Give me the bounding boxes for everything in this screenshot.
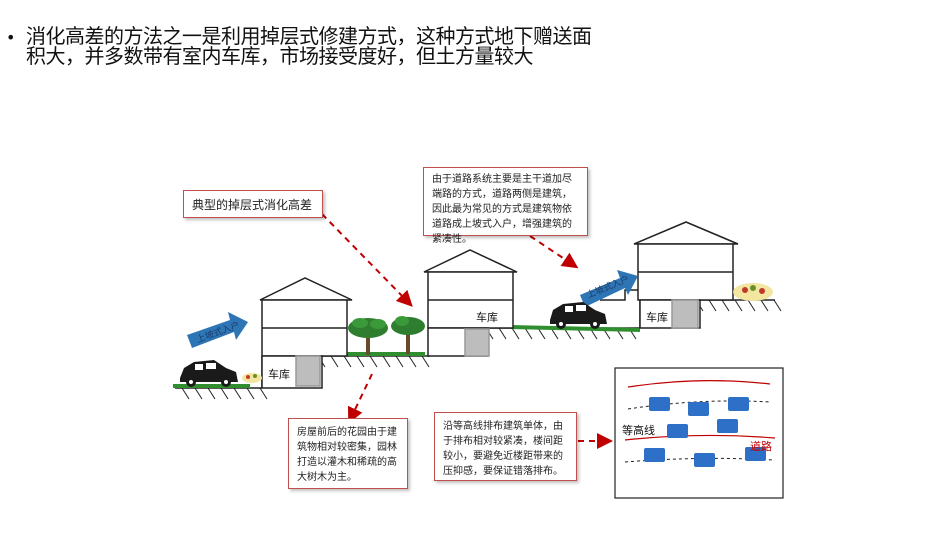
house-1 (259, 277, 353, 389)
grass-strips (173, 325, 641, 388)
contour-layout-note: 沿等高线排布建筑单体，由于排布相对较紧凑，楼间距较小，要避免近楼距带来的压抑感，… (434, 412, 577, 481)
car-icon (180, 360, 238, 387)
contour-site-plan: 等高线 道路 (614, 367, 784, 499)
garden-note: 房屋前后的花园由于建筑物相对较密集，园林打造以灌木和稀疏的高大树木为主。 (288, 418, 408, 489)
garage-label: 车库 (268, 367, 290, 381)
house-2 (423, 249, 518, 357)
garage-label: 车库 (476, 310, 498, 324)
bullet-dot: • (6, 28, 16, 47)
flowerbed-icon (733, 283, 773, 301)
building-block (644, 397, 766, 467)
uphill-entry-arrow: 上坡式入户 (187, 312, 248, 348)
uphill-entry-arrow: 上坡式入户 (580, 270, 638, 307)
bullet-text: 消化高差的方法之一是利用掉层式修建方式，这种方式地下赠送面积大，并多数带有室内车… (26, 24, 592, 68)
road-system-note: 由于道路系统主要是主干道加尽端路的方式，道路两侧是建筑，因此最为常见的方式是建筑… (423, 167, 588, 245)
tree-icon (391, 316, 425, 354)
tree-icon (348, 318, 388, 355)
house-3 (600, 221, 739, 329)
flowerbed-icon (242, 373, 262, 383)
road-label: 道路 (750, 439, 772, 453)
garage-label: 车库 (646, 310, 668, 324)
car-icon (550, 302, 607, 329)
callout-arrows (321, 213, 613, 449)
typical-terrace-note: 典型的掉层式消化高差 (183, 190, 323, 218)
contour-label: 等高线 (622, 423, 655, 437)
